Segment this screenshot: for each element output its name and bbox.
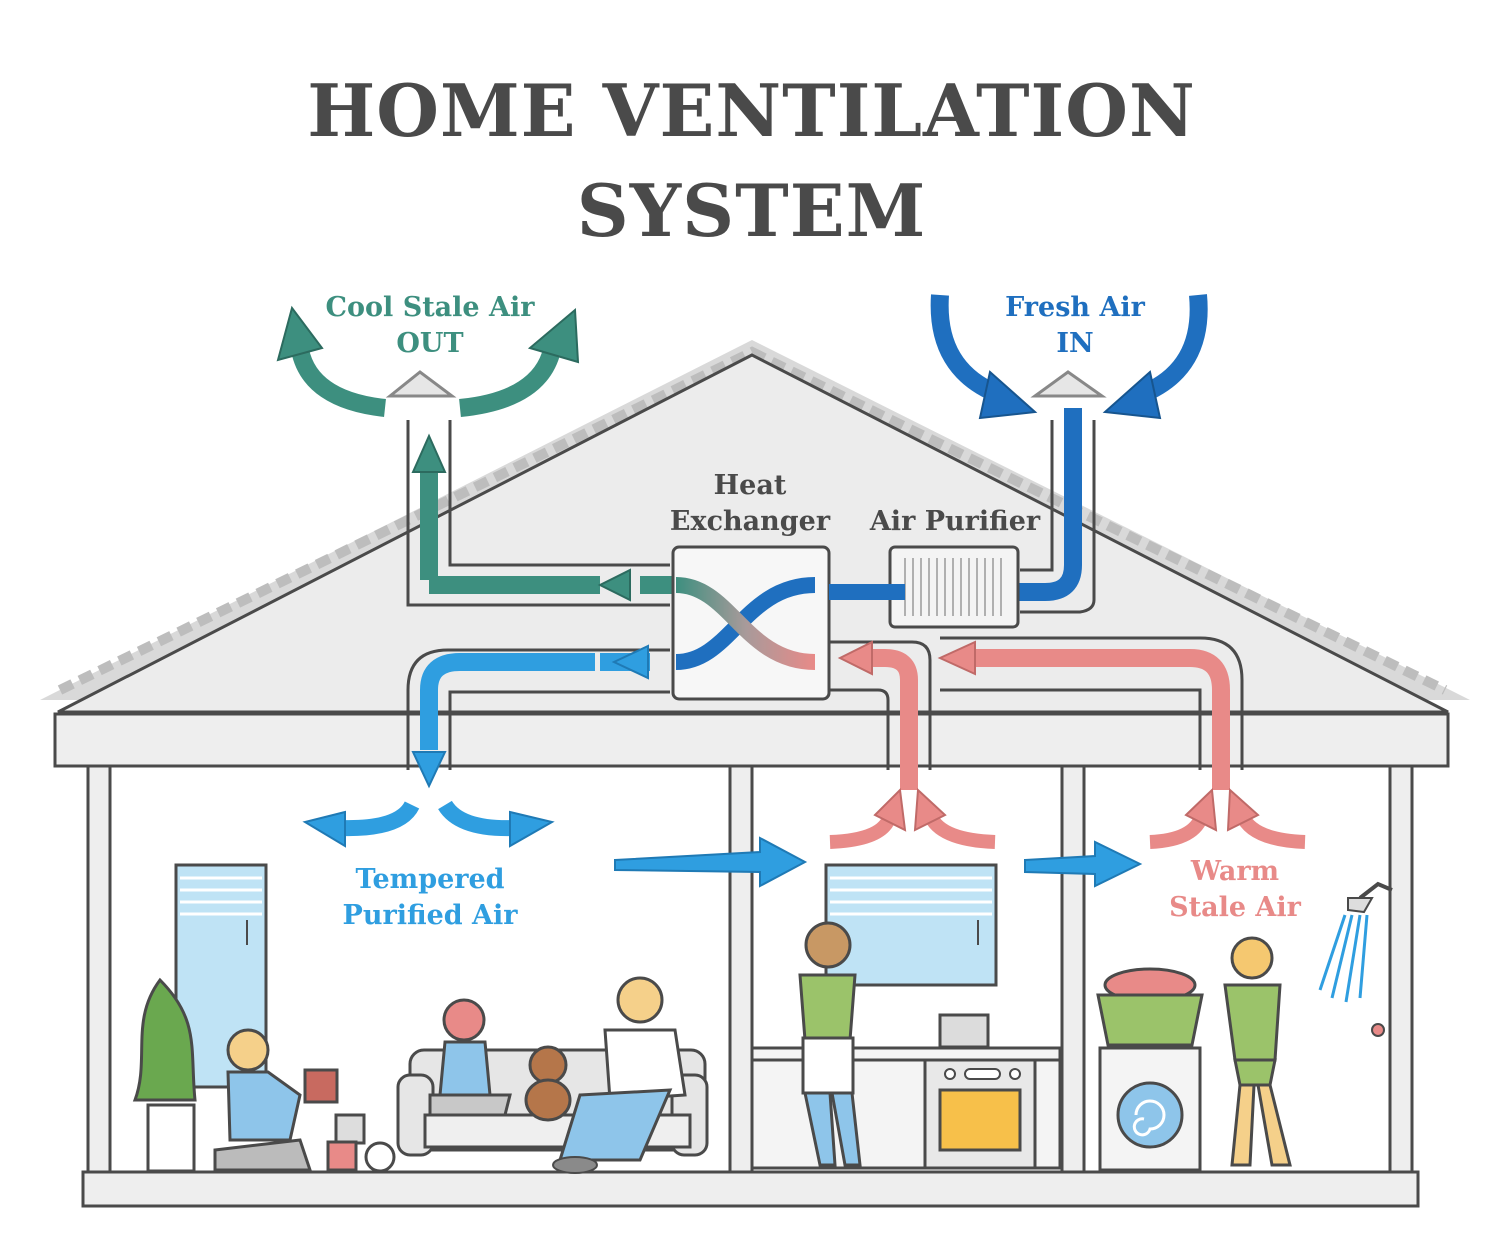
heat-exchanger-label-line1: Heat <box>713 470 787 501</box>
plant-icon <box>132 977 197 1173</box>
warm-stale-air-label: Warm Stale Air <box>1150 854 1320 926</box>
roof <box>40 340 1470 714</box>
heat-exchanger-icon <box>671 545 831 701</box>
window-icon <box>824 863 998 987</box>
air-purifier-icon <box>829 545 1020 629</box>
child-figure-icon <box>213 1028 396 1173</box>
washing-machine-icon <box>1098 1046 1202 1172</box>
fresh-air-label-line1: Fresh Air <box>1005 292 1145 323</box>
cool-stale-air-label-line2: OUT <box>396 328 464 359</box>
warm-stale-air-flow <box>829 640 1306 849</box>
heat-exchanger-label-line2: Exchanger <box>669 506 831 537</box>
roof-vent-icon <box>1030 370 1107 398</box>
cool-stale-air-label: Cool Stale Air OUT <box>300 290 560 362</box>
page-title-line1: HOME VENTILATION <box>307 68 1196 153</box>
fresh-air-label-line2: IN <box>1056 328 1094 359</box>
woman-cooking-icon <box>798 921 862 1167</box>
fresh-air-label: Fresh Air IN <box>975 290 1175 362</box>
girl-figure-icon <box>428 998 512 1117</box>
ducts <box>406 420 1244 770</box>
cool-stale-air-label-line1: Cool Stale Air <box>325 292 535 323</box>
stove-icon <box>923 1013 1037 1170</box>
roof-vent-icon <box>385 370 457 398</box>
warm-stale-air-label-line1: Warm <box>1190 856 1280 887</box>
tempered-air-flow <box>302 644 1143 888</box>
eave-beam <box>53 712 1450 768</box>
air-purifier-label: Air Purifier <box>869 506 1041 537</box>
heat-exchanger-label: Heat Exchanger <box>640 468 860 540</box>
page-title-line2: SYSTEM <box>576 168 927 253</box>
teddy-bear-icon <box>524 1045 572 1122</box>
tempered-purified-air-label: Tempered Purified Air <box>320 862 540 934</box>
tempered-label-line1: Tempered <box>355 864 505 895</box>
cool-stale-air-flow <box>276 305 675 602</box>
shower-icon <box>1318 881 1393 1037</box>
warm-stale-air-label-line2: Stale Air <box>1169 892 1301 923</box>
laundry-basket-icon <box>1096 967 1204 1047</box>
tempered-label-line2: Purified Air <box>342 900 518 931</box>
man-figure-icon <box>552 976 687 1174</box>
woman-showering-icon <box>1223 936 1292 1167</box>
